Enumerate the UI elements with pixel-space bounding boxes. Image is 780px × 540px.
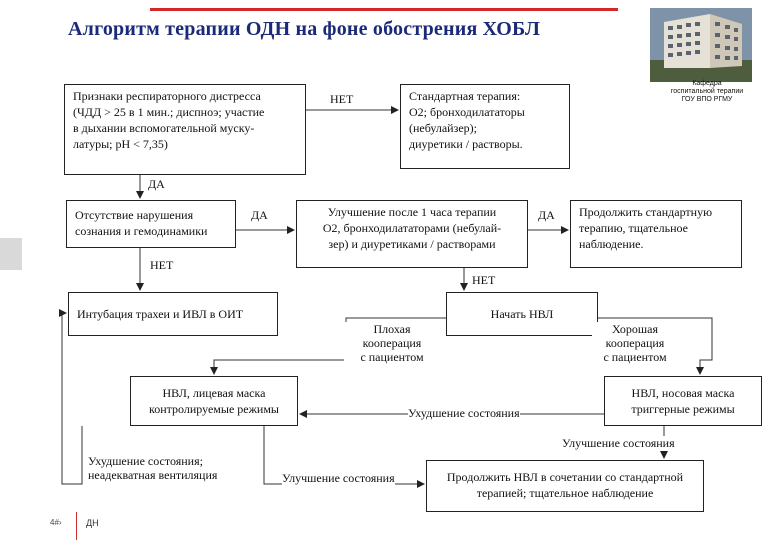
label-line: с пациентом (603, 350, 667, 364)
page-title: Алгоритм терапии ОДН на фоне обострения … (68, 18, 541, 40)
improvement-bottom-label: Улучшение состояния (282, 471, 395, 486)
box-line: O2; бронходилататоры (409, 105, 525, 119)
box-line: сознания и гемодинамики (75, 224, 208, 238)
box-line: терапию, тщательное (579, 221, 688, 235)
box-line: (ЧДД > 25 в 1 мин.; диспноэ; участие (73, 105, 265, 119)
good-cooperation-label: Хорошая кооперация с пациентом (592, 322, 678, 364)
no-label: НЕТ (330, 92, 354, 107)
box-line: зер) и диуретиками / растворами (328, 237, 496, 251)
standard-therapy-box: Стандартная терапия: O2; бронходилататор… (400, 84, 570, 169)
improvement-right-label: Улучшение состояния (562, 436, 675, 451)
label-line: кооперация (362, 336, 422, 350)
box-line: O2, бронходилататорами (небулай- (322, 221, 502, 235)
respiratory-distress-box: Признаки респираторного дистресса (ЧДД >… (64, 84, 306, 175)
yes-label: ДА (148, 177, 165, 192)
box-line: триггерные режимы (631, 402, 735, 416)
footer-divider (76, 512, 77, 540)
box-line: в дыхании вспомогательной муску- (73, 121, 255, 135)
department-line: госпитальной терапии (670, 88, 744, 95)
box-line: Стандартная терапия: (409, 89, 521, 103)
nasal-mask-box: НВЛ, носовая маска триггерные режимы (604, 376, 762, 426)
side-tab (0, 238, 22, 270)
box-line: Продолжить стандартную (579, 205, 713, 219)
poor-cooperation-label: Плохая кооперация с пациентом (344, 322, 440, 364)
improvement-1h-box: Улучшение после 1 часа терапии O2, бронх… (296, 200, 528, 268)
department-label: Кафедра госпитальной терапии ГОУ ВПО РГМ… (648, 80, 766, 104)
box-line: Улучшение после 1 часа терапии (327, 205, 497, 219)
box-line: диуретики / растворы. (409, 137, 523, 151)
box-line: наблюдение. (579, 237, 644, 251)
box-line: контролируемые режимы (149, 402, 279, 416)
footer-text: ДН (86, 518, 99, 528)
box-line: латуры; pH < 7,35) (73, 137, 168, 151)
box-line: терапией; тщательное наблюдение (476, 486, 654, 500)
title-accent-line (150, 8, 618, 11)
face-mask-box: НВЛ, лицевая маска контролируемые режимы (130, 376, 298, 426)
yes-label: ДА (251, 208, 268, 223)
box-line: Отсутствие нарушения (75, 208, 194, 222)
label-line: Ухудшение состояния; (88, 454, 203, 468)
start-nivl-box: Начать НВЛ (446, 292, 598, 336)
building-logo (650, 8, 752, 82)
no-consciousness-disorder-box: Отсутствие нарушения сознания и гемодина… (66, 200, 236, 248)
intubation-box: Интубация трахеи и ИВЛ в ОИТ (68, 292, 278, 336)
label-line: неадекватная вентиляция (88, 468, 218, 482)
label-line: с пациентом (360, 350, 424, 364)
box-line: НВЛ, лицевая маска (162, 386, 266, 400)
worsening-label: Ухудшение состояния (408, 406, 520, 421)
box-line: Продолжить НВЛ в сочетании со стандартно… (446, 470, 684, 484)
label-line: Плохая (373, 322, 411, 336)
box-line: Начать НВЛ (490, 307, 554, 321)
label-line: кооперация (605, 336, 665, 350)
yes-label: ДА (538, 208, 555, 223)
box-line: НВЛ, носовая маска (631, 386, 735, 400)
box-line: (небулайзер); (409, 121, 477, 135)
continue-standard-box: Продолжить стандартную терапию, тщательн… (570, 200, 742, 268)
box-line: Признаки респираторного дистресса (73, 89, 261, 103)
no-label: НЕТ (472, 273, 496, 288)
no-label: НЕТ (150, 258, 174, 273)
department-line: ГОУ ВПО РГМУ (681, 96, 733, 103)
label-line: Хорошая (612, 322, 658, 336)
worsening-left-label: Ухудшение состояния; неадекватная вентил… (88, 454, 218, 482)
box-line: Интубация трахеи и ИВЛ в ОИТ (77, 307, 244, 321)
department-line: Кафедра (692, 80, 722, 87)
continue-nivl-box: Продолжить НВЛ в сочетании со стандартно… (426, 460, 704, 512)
slide-number: 4#› (50, 518, 62, 527)
